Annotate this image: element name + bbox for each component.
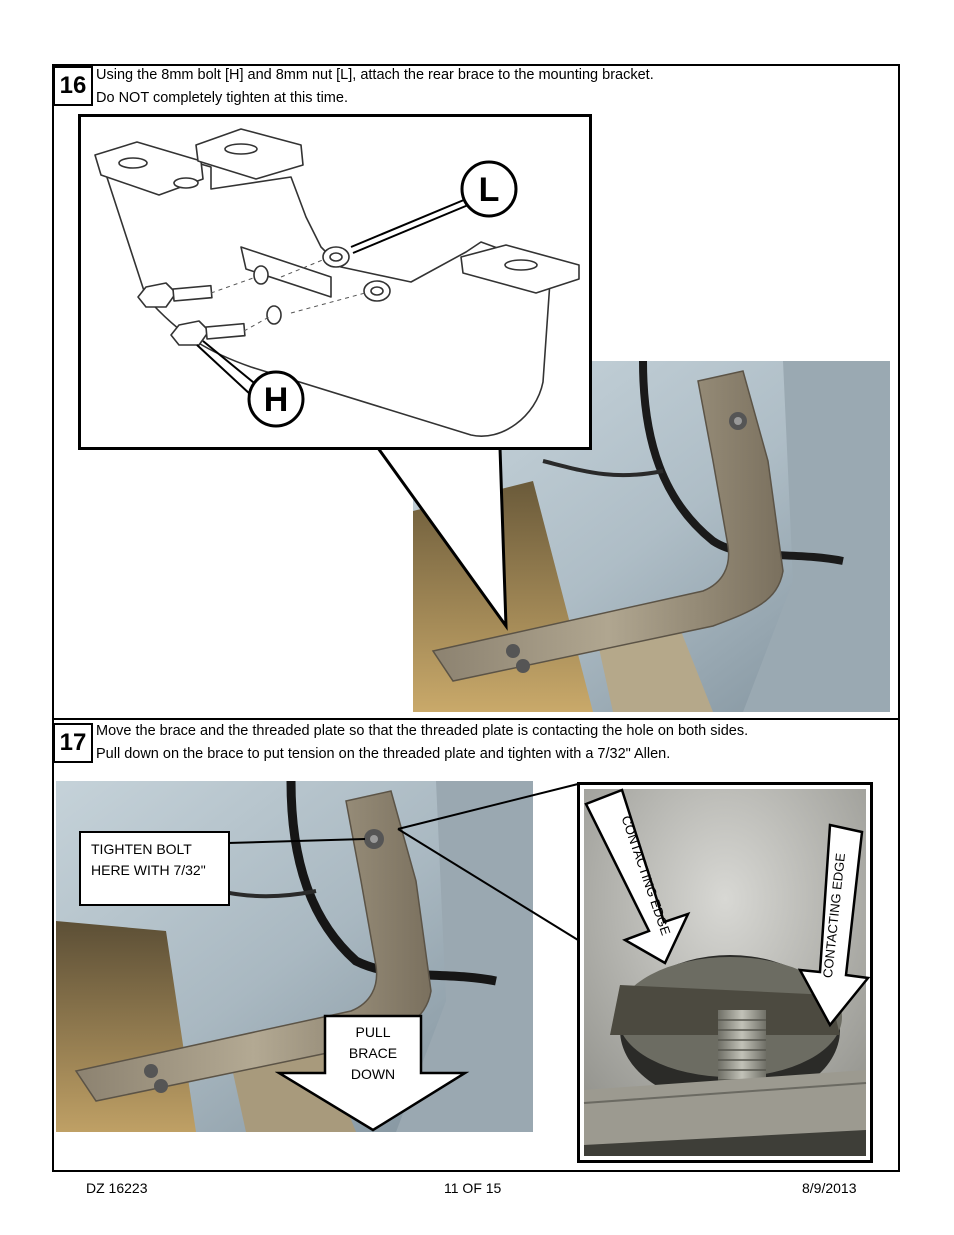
nut-label-L: L bbox=[479, 171, 500, 209]
instruction-frame bbox=[52, 64, 900, 1172]
tighten-bolt-label: TIGHTEN BOLT HERE WITH 7/32" bbox=[79, 831, 230, 906]
step-divider bbox=[52, 718, 900, 720]
pull-line-1: PULL bbox=[355, 1024, 391, 1040]
bolt-label-H: H bbox=[264, 381, 289, 419]
bracket-diagram: L H bbox=[94, 128, 580, 437]
step-16-line-2: Do NOT completely tighten at this time. bbox=[96, 90, 348, 106]
step-17-number: 17 bbox=[53, 723, 93, 763]
pull-line-3: DOWN bbox=[350, 1066, 396, 1082]
step-17-line-1: Move the brace and the threaded plate so… bbox=[96, 723, 749, 739]
exploded-diagram-callout: L H bbox=[78, 114, 592, 450]
pull-down-arrow bbox=[275, 1014, 470, 1132]
tighten-line-1: TIGHTEN BOLT bbox=[91, 841, 192, 857]
footer-doc-id: DZ 16223 bbox=[86, 1180, 148, 1196]
step-17-line-2: Pull down on the brace to put tension on… bbox=[96, 746, 671, 762]
footer-page-number: 11 OF 15 bbox=[444, 1180, 502, 1196]
footer-date: 8/9/2013 bbox=[802, 1180, 857, 1196]
zoom-detail-photo bbox=[583, 789, 867, 1156]
tighten-line-2: HERE WITH 7/32" bbox=[91, 862, 206, 878]
step-16-line-1: Using the 8mm bolt [H] and 8mm nut [L], … bbox=[96, 67, 654, 83]
pull-line-2: BRACE bbox=[348, 1045, 398, 1061]
step-16-number: 16 bbox=[53, 66, 93, 106]
